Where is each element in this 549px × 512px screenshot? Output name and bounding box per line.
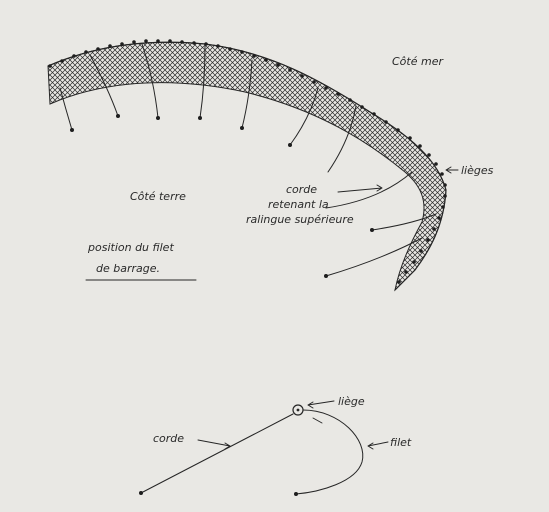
label-corde-line3: ralingue supérieure [246,213,354,226]
label-corde-line1: corde [286,183,317,196]
filet-arrow [367,441,389,450]
label-filet: filet [390,436,412,449]
float-line [47,41,447,291]
corde-bottom-arrow [197,439,231,450]
caption-line2: de barrage. [96,262,160,275]
lieges-arrow [445,166,459,174]
rope-line [140,413,294,494]
barrier-net-diagram: Côté mer lièges Côté terre corde retenan… [47,39,494,292]
cork-detail-diagram: liège corde filet [139,395,412,496]
anchor-ropes [59,43,437,278]
label-corde-bottom: corde [153,432,184,445]
label-cote-mer: Côté mer [392,55,444,68]
net-curve [295,409,364,495]
caption-line1: position du filet [87,241,174,254]
label-lieges: lièges [461,164,494,177]
label-cote-terre: Côté terre [130,190,186,203]
label-corde-line2: retenant la [268,198,329,211]
label-liege: liège [338,395,365,408]
liege-arrow [307,400,335,409]
cork-floats [48,39,447,284]
corde-arrow [337,184,383,193]
